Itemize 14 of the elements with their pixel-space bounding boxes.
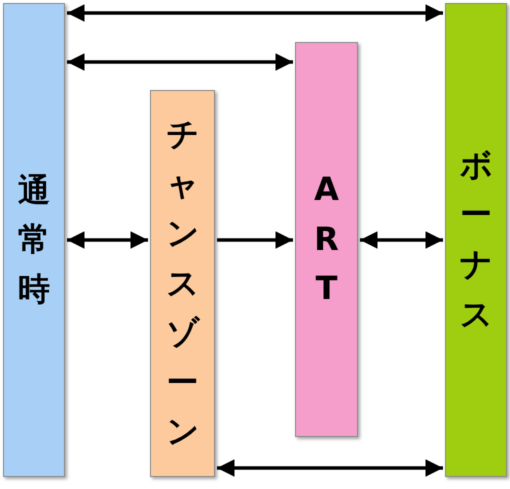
arrow xyxy=(217,231,293,249)
arrow xyxy=(67,53,293,71)
state-bar xyxy=(3,3,65,477)
arrow xyxy=(360,231,443,249)
state-label: 通常時 xyxy=(18,170,50,310)
state-label: ART xyxy=(313,169,340,310)
arrow xyxy=(67,4,443,22)
state-label: ボーナス xyxy=(460,144,492,335)
arrow xyxy=(67,231,148,249)
state-label: チャンスゾーン xyxy=(166,114,198,452)
state-bar xyxy=(150,90,215,477)
state-bar xyxy=(295,42,358,437)
arrow xyxy=(217,459,443,477)
state-bar xyxy=(445,3,507,477)
